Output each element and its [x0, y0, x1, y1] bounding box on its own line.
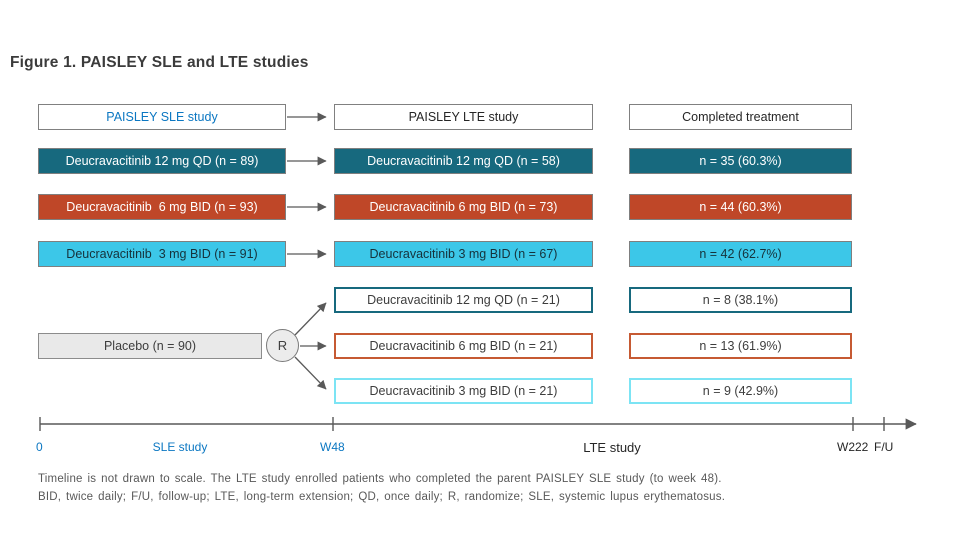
footnote-abbreviations: BID, twice daily; F/U, follow-up; LTE, l… — [38, 491, 726, 503]
placebo-box: Placebo (n = 90) — [38, 333, 262, 359]
timeline-label-w222: W222 — [837, 440, 869, 454]
completed-box-12mg-qd: n = 35 (60.3%) — [629, 148, 852, 174]
timeline-label-fu: F/U — [874, 440, 894, 454]
header-completed-treatment: Completed treatment — [629, 104, 852, 130]
lte-box-placebo-to-3mg-bid: Deucravacitinib 3 mg BID (n = 21) — [334, 378, 593, 404]
sle-box-6mg-bid: Deucravacitinib 6 mg BID (n = 93) — [38, 194, 286, 220]
lte-box-placebo-to-12mg-qd: Deucravacitinib 12 mg QD (n = 21) — [334, 287, 593, 313]
arrow-randomize-to-3mg — [294, 356, 327, 390]
header-paisley-lte-study: PAISLEY LTE study — [334, 104, 593, 130]
completed-box-6mg-bid: n = 44 (60.3%) — [629, 194, 852, 220]
completed-box-placebo-to-6mg-bid: n = 13 (61.9%) — [629, 333, 852, 359]
completed-box-placebo-to-12mg-qd: n = 8 (38.1%) — [629, 287, 852, 313]
timeline-label-lte-study: LTE study — [583, 440, 641, 455]
sle-box-12mg-qd: Deucravacitinib 12 mg QD (n = 89) — [38, 148, 286, 174]
header-paisley-sle-study: PAISLEY SLE study — [38, 104, 286, 130]
timeline-label-w48: W48 — [320, 440, 345, 454]
lte-box-placebo-to-6mg-bid: Deucravacitinib 6 mg BID (n = 21) — [334, 333, 593, 359]
timeline-label-sle-study: SLE study — [152, 440, 208, 454]
arrow-randomize-to-12mg — [294, 302, 327, 336]
lte-box-3mg-bid: Deucravacitinib 3 mg BID (n = 67) — [334, 241, 593, 267]
lte-box-6mg-bid: Deucravacitinib 6 mg BID (n = 73) — [334, 194, 593, 220]
lte-box-12mg-qd: Deucravacitinib 12 mg QD (n = 58) — [334, 148, 593, 174]
figure-title: Figure 1. PAISLEY SLE and LTE studies — [10, 54, 309, 71]
sle-box-3mg-bid: Deucravacitinib 3 mg BID (n = 91) — [38, 241, 286, 267]
completed-box-3mg-bid: n = 42 (62.7%) — [629, 241, 852, 267]
randomize-circle: R — [266, 329, 299, 362]
completed-box-placebo-to-3mg-bid: n = 9 (42.9%) — [629, 378, 852, 404]
footnote-timeline-note: Timeline is not drawn to scale. The LTE … — [38, 473, 722, 485]
timeline-label-0: 0 — [36, 440, 43, 454]
